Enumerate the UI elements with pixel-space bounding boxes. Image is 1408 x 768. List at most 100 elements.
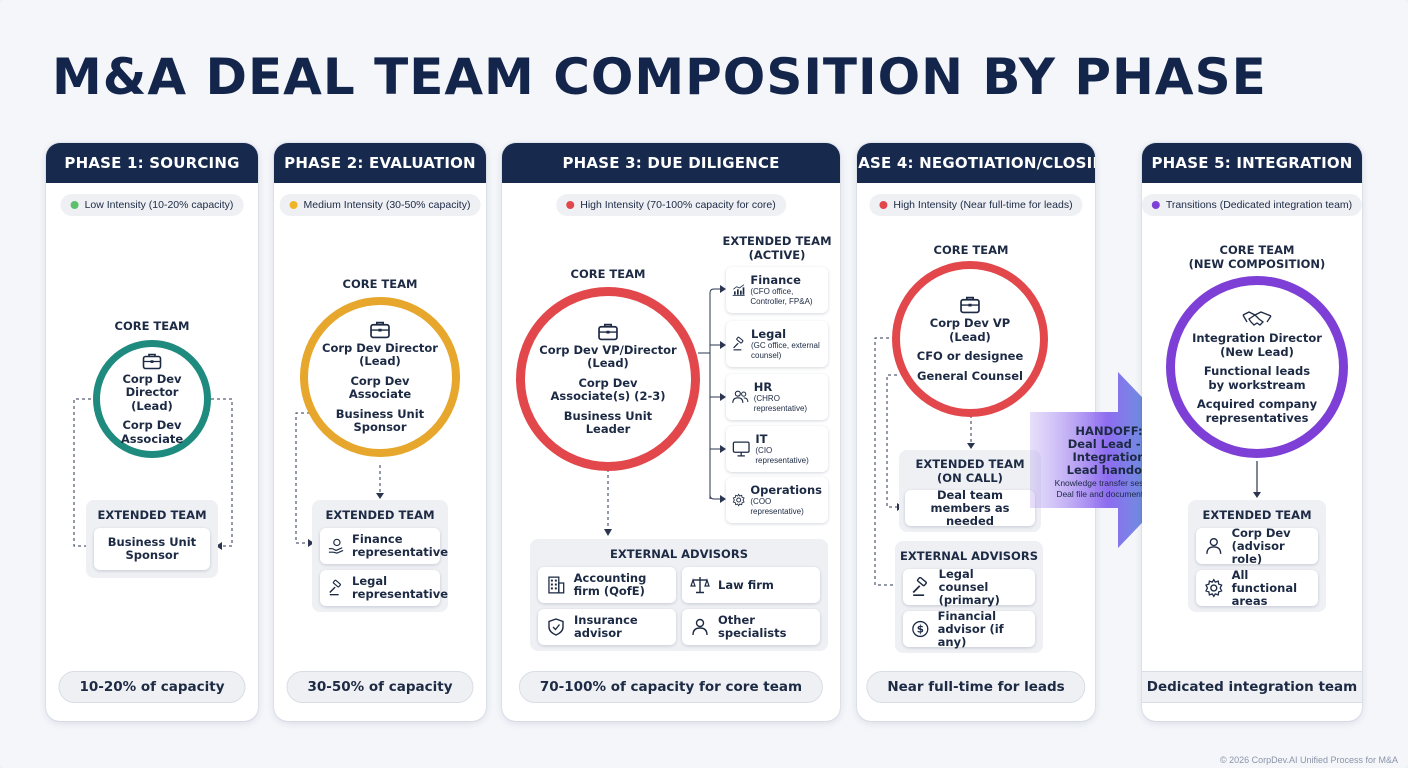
phase-1-header: PHASE 1: SOURCING: [46, 143, 258, 183]
phase-1-extended-team: EXTENDED TEAM Business Unit Sponsor: [86, 500, 218, 578]
phase-5-capacity-pill: Dedicated integration team: [1142, 671, 1362, 703]
external-advisors-title: EXTERNAL ADVISORS: [610, 547, 748, 561]
shield-icon: [548, 618, 564, 636]
gavel-icon: [733, 336, 744, 351]
advisor-card: Legal counsel (primary): [903, 566, 1035, 607]
extended-team-title: EXTENDED TEAM (ON CALL): [915, 457, 1025, 485]
extended-item-card: Corp Dev (advisor role): [1196, 525, 1318, 566]
extended-item-label: All functional areas: [1231, 567, 1298, 608]
medium-intensity-dot-icon: [289, 201, 298, 209]
people-icon: [732, 390, 749, 403]
core-line: Acquired company: [1196, 397, 1318, 411]
extended-item-sub: (CFO office, Controller, FP&A): [750, 287, 813, 306]
extended-item-label: Finance: [750, 273, 801, 287]
core-line: Leader: [585, 422, 631, 436]
phase-4-intensity-badge: High Intensity (Near full-time for leads…: [869, 194, 1083, 216]
phase-5-intensity-badge: Transitions (Dedicated integration team): [1142, 194, 1362, 216]
extended-item-label: Legal: [751, 327, 787, 341]
phase-2-panel: PHASE 2: EVALUATION Medium Intensity (30…: [274, 143, 486, 721]
handoff-line: Lead handoff: [1066, 463, 1152, 477]
core-line: (Lead): [587, 356, 629, 370]
gavel-icon: [912, 577, 927, 597]
core-line: Corp Dev: [350, 373, 410, 388]
phase-4-core-ring: Corp Dev VP (Lead) CFO or designee Gener…: [892, 261, 1048, 417]
high-intensity-dot-icon: [879, 201, 888, 209]
phase-2-header: PHASE 2: EVALUATION: [274, 143, 486, 183]
phase-3-external-advisors: EXTERNAL ADVISORS Accounting firm (QofE)…: [530, 539, 828, 651]
phase-3-capacity-pill: 70-100% of capacity for core team: [518, 671, 824, 703]
phase-4-capacity-pill: Near full-time for leads: [866, 671, 1086, 703]
extended-team-title: EXTENDED TEAM: [97, 508, 207, 522]
monitor-icon: [732, 441, 750, 457]
advisor-label: Financial advisor (if any): [937, 608, 1004, 649]
scales-icon: [690, 577, 710, 594]
core-line: Sponsor: [353, 420, 407, 434]
core-line: Business Unit: [563, 408, 653, 423]
advisor-card: Insurance advisor: [538, 609, 676, 645]
core-line: (Lead): [359, 354, 401, 368]
phase-2-core-team-label: CORE TEAM: [342, 277, 418, 291]
handshake-icon: [1242, 311, 1272, 326]
phase-1-panel: PHASE 1: SOURCING Low Intensity (10-20% …: [46, 143, 258, 721]
gear-icon: [1205, 578, 1223, 598]
phase-3-header: PHASE 3: DUE DILIGENCE: [502, 143, 840, 183]
phase-2-capacity-pill: 30-50% of capacity: [286, 671, 474, 703]
extended-item-card: Business Unit Sponsor: [94, 528, 210, 570]
phase-2-extended-team: EXTENDED TEAM Finance representative Leg…: [312, 500, 448, 612]
phase-3-extended-team-title: EXTENDED TEAM (ACTIVE): [722, 234, 832, 262]
phase-2-core-ring: Corp Dev Director (Lead) Corp Dev Associ…: [300, 297, 460, 457]
advisor-card: Law firm: [682, 567, 820, 603]
extended-item-card: Legal representative: [320, 570, 448, 606]
advisor-label: Law firm: [718, 577, 774, 592]
phase-5-header: PHASE 5: INTEGRATION: [1142, 143, 1362, 183]
extended-item-label: Corp Dev (advisor role): [1231, 525, 1291, 566]
core-line: Corp Dev: [122, 418, 182, 433]
extended-item-label: Legal representative: [352, 574, 448, 601]
extended-item-it: IT(CIO representative): [726, 426, 828, 472]
intensity-label: High Intensity (70-100% capacity for cor…: [580, 199, 776, 211]
phase-1-intensity-badge: Low Intensity (10-20% capacity): [60, 194, 244, 216]
intensity-label: Low Intensity (10-20% capacity): [84, 199, 234, 211]
external-advisors-title: EXTERNAL ADVISORS: [900, 549, 1038, 563]
handoff-detail: Knowledge transfer sessions: [1054, 478, 1164, 488]
phase-5-core-team-label: CORE TEAM (NEW COMPOSITION): [1188, 243, 1326, 271]
phase-4-core-team-label: CORE TEAM: [933, 243, 1009, 257]
person-icon: [1206, 537, 1222, 554]
briefcase-icon: [960, 296, 980, 314]
dollar-icon: $: [912, 620, 929, 638]
core-line: General Counsel: [917, 368, 1023, 383]
extended-item-label: Business Unit Sponsor: [107, 535, 197, 562]
phase-5-core-ring: Integration Director (New Lead) Function…: [1166, 276, 1348, 458]
core-line: (New Lead): [1220, 344, 1294, 359]
extended-item-label: HR: [753, 380, 773, 394]
advisor-card: $ Financial advisor (if any): [903, 608, 1035, 649]
page-title: M&A DEAL TEAM COMPOSITION BY PHASE: [52, 48, 1267, 106]
transition-dot-icon: [1151, 201, 1160, 209]
phase-3-intensity-badge: High Intensity (70-100% capacity for cor…: [556, 194, 786, 216]
footer-copyright: © 2026 CorpDev.AI Unified Process for M&…: [1219, 755, 1398, 765]
handoff-title: HANDOFF:: [1075, 424, 1143, 438]
extended-item-sub: (CIO representative): [755, 446, 809, 465]
intensity-label: High Intensity (Near full-time for leads…: [893, 199, 1073, 211]
extended-item-card: Finance representative: [320, 528, 448, 564]
phase-3-connectors: [604, 285, 726, 536]
advisor-label: Legal counsel (primary): [938, 566, 1000, 607]
phase-1-core-team-label: CORE TEAM: [114, 319, 190, 333]
money-hand-icon: [328, 538, 344, 554]
core-line: (Lead): [131, 398, 173, 413]
extended-item-sub: (CHRO representative): [753, 394, 808, 413]
extended-item-label: Finance representative: [352, 532, 448, 559]
core-line: Associate: [348, 387, 412, 401]
core-line: Associate(s) (2-3): [550, 389, 666, 403]
phase-4-extended-team: EXTENDED TEAM (ON CALL) Deal team member…: [899, 450, 1041, 532]
core-line: (Lead): [949, 329, 991, 344]
intensity-label: Medium Intensity (30-50% capacity): [303, 199, 471, 211]
handoff-label: HANDOFF: Deal Lead -> Integration Lead h…: [1044, 425, 1174, 499]
core-line: Corp Dev VP/Director: [539, 342, 677, 357]
phase-1-core-ring: Corp Dev Director (Lead) Corp Dev Associ…: [93, 340, 211, 458]
core-line: Associate: [120, 431, 184, 446]
extended-team-title: EXTENDED TEAM: [325, 508, 435, 522]
advisor-label: Insurance advisor: [574, 613, 638, 640]
extended-item-sub: (GC office, external counsel): [751, 341, 820, 360]
extended-item-sub: (COO representative): [750, 497, 804, 516]
